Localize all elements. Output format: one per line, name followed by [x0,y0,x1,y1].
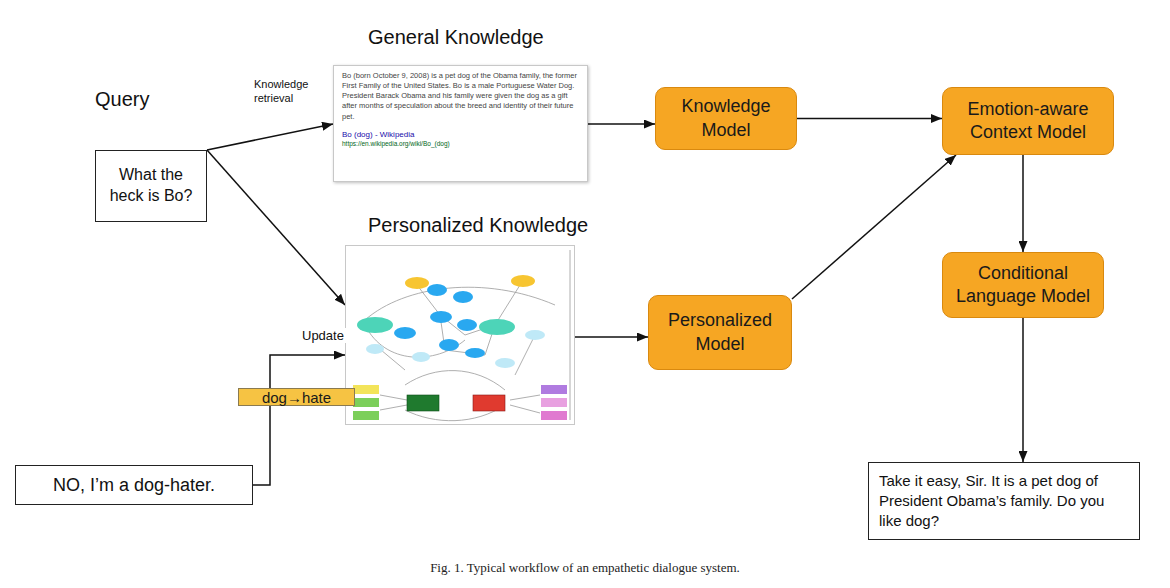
arrow-connector [1022,155,1024,252]
arrow-connector [1022,318,1024,462]
node-label: Knowledge Model [664,95,788,142]
user-reply-box: NO, I’m a dog-hater. [15,465,253,505]
process-box: Emotion-aware Context Model [942,87,1114,155]
arrow-connector [253,406,270,485]
link-url: https://en.wikipedia.org/wiki/Bo_(dog) [342,140,579,147]
section-label: Query [95,88,149,111]
link-title: Bo (dog) - Wikipedia [342,130,579,139]
arrow-connector [207,150,345,305]
node-label: Personalized Model [657,309,783,356]
node-label: Conditional Language Model [951,262,1095,309]
edge-label: Update [300,328,346,343]
snippet-text: Bo (born October 9, 2008) is a pet dog o… [342,71,579,122]
arrow-connector [797,118,942,120]
knowledge-graph: Personalized Knowledge [345,213,588,425]
update-tag: dog→hate [238,388,355,406]
node-label: dog→hate [262,390,331,405]
arrow-connector [270,355,345,388]
node-label: NO, I’m a dog-hater. [53,475,215,496]
process-box: Personalized Model [648,295,792,370]
process-box: Conditional Language Model [942,252,1104,318]
arrow-connector [575,336,648,338]
section-heading: Personalized Knowledge [368,213,588,237]
figure-caption: Fig. 1. Typical workflow of an empatheti… [0,560,1170,576]
section-heading: General Knowledge [368,25,588,49]
arrow-connector [792,155,956,299]
arrow-connector [207,124,333,150]
picture-frame: Bo (born October 9, 2008) is a pet dog o… [333,65,588,182]
node-label: Take it easy, Sir. It is a pet dog of Pr… [879,471,1129,532]
arrow-connector [588,123,655,125]
picture-frame [345,245,575,425]
node-label: Emotion-aware Context Model [951,98,1105,145]
query-box: What the heck is Bo? [95,150,207,222]
process-box: Knowledge Model [655,87,797,150]
edge-label: Knowledge retrieval [252,78,318,106]
node-label: What the heck is Bo? [104,165,198,207]
knowledge-graph-picture [345,245,575,425]
response-box: Take it easy, Sir. It is a pet dog of Pr… [868,462,1140,540]
knowledge-snippet: General Knowledge Bo (born October 9, 200… [333,25,588,182]
